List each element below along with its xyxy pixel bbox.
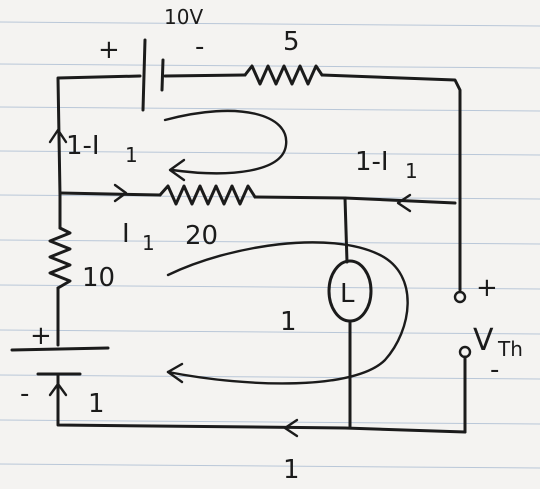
battery-top-value-label: 10V <box>164 5 203 29</box>
svg-text:1-I: 1-I <box>355 147 389 177</box>
arrow-right-current <box>396 193 412 213</box>
svg-text:1: 1 <box>142 231 155 255</box>
middle-branch-value-label: 1 <box>280 307 297 337</box>
terminal-minus-label: - <box>490 355 499 385</box>
output-terminals <box>453 290 472 434</box>
left-branch <box>48 128 72 347</box>
svg-text:V: V <box>473 323 494 358</box>
current-source-branch <box>283 196 373 438</box>
current-source-label: L <box>340 279 355 309</box>
arrow-bottom-current <box>283 418 299 438</box>
svg-text:1: 1 <box>125 143 138 167</box>
bottom-current-label: 1 <box>283 455 300 485</box>
battery-bottom-value-label: 1 <box>88 389 105 419</box>
top-branch <box>56 38 462 292</box>
battery-top-long-plate <box>141 38 147 112</box>
loop-arrow-lower <box>166 241 409 385</box>
loop-annotations <box>163 109 409 385</box>
svg-text:I: I <box>122 219 130 249</box>
resistor-10-label: 10 <box>82 263 115 293</box>
battery-bottom-long-plate <box>10 346 110 352</box>
battery-top-plus-label: + <box>98 35 120 65</box>
bottom-source <box>10 346 467 434</box>
battery-bottom-minus-label: - <box>20 379 29 409</box>
battery-top-short-plate <box>160 58 165 92</box>
resistor-20-label: 20 <box>185 221 218 251</box>
arrow-left-current <box>48 128 68 144</box>
arrow-middle-current <box>113 183 128 203</box>
svg-text:Th: Th <box>497 337 523 361</box>
right-current-label: 1-I 1 <box>355 147 418 183</box>
resistor-20-ohm <box>158 184 257 206</box>
battery-top-minus-label: - <box>195 32 204 62</box>
resistor-10-ohm <box>48 226 72 290</box>
battery-bottom-plus-label: + <box>30 321 52 351</box>
svg-text:1: 1 <box>405 159 418 183</box>
resistor-5-ohm <box>243 64 324 86</box>
vth-label: V Th <box>473 323 523 361</box>
terminal-plus-label: + <box>476 273 498 303</box>
loop-arrow-upper <box>163 109 288 175</box>
resistor-5-label: 5 <box>283 27 300 57</box>
terminal-plus-node[interactable] <box>453 290 467 304</box>
middle-current-label: I 1 <box>122 219 155 255</box>
left-current-label: 1-I 1 <box>66 131 138 167</box>
svg-text:1-I: 1-I <box>66 131 100 161</box>
